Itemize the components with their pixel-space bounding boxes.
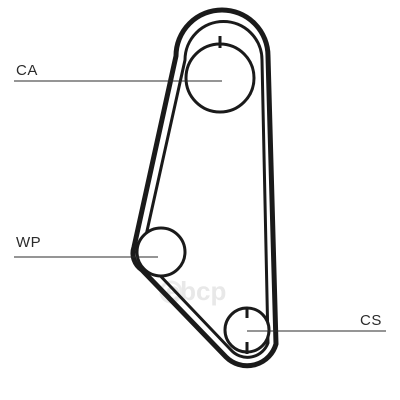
water-pump-pulley	[135, 226, 187, 278]
water-pump-label: WP	[16, 234, 42, 251]
camshaft-pulley	[184, 36, 256, 114]
crankshaft-label: CS	[360, 312, 382, 329]
belt-outer-edge	[130, 7, 279, 369]
crankshaft-pulley	[223, 306, 271, 354]
camshaft-label: CA	[16, 62, 38, 79]
